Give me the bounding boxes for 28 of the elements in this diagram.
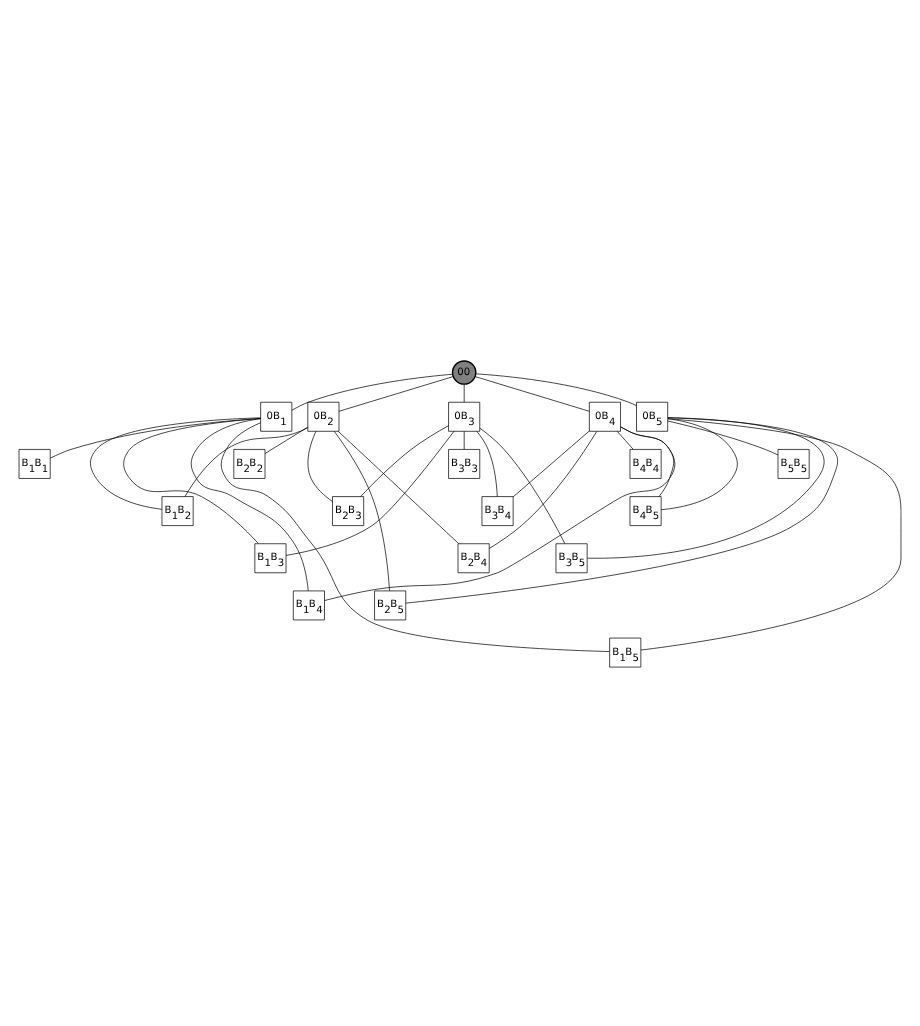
- connector: [405, 416, 838, 603]
- connector: [291, 372, 453, 410]
- connector: [123, 417, 261, 543]
- connector: [184, 426, 309, 496]
- connector: [479, 426, 566, 543]
- connector: [463, 430, 465, 449]
- connector: [640, 417, 902, 650]
- connector: [360, 424, 449, 496]
- connector: [220, 421, 610, 651]
- connector: [667, 419, 779, 455]
- connector: [476, 430, 498, 496]
- connector: [285, 429, 455, 555]
- connector: [512, 429, 590, 497]
- connector: [338, 375, 454, 411]
- connector: [264, 425, 309, 453]
- connector: [475, 372, 637, 406]
- connector: [617, 430, 634, 449]
- connector: [333, 430, 390, 590]
- connector: [324, 425, 676, 600]
- connector: [307, 430, 333, 501]
- connector: [338, 430, 460, 543]
- connector: [474, 375, 590, 411]
- connector: [587, 416, 824, 558]
- connector: [190, 417, 309, 591]
- connector: [463, 382, 465, 402]
- connector: [90, 416, 261, 509]
- connector: [489, 430, 598, 548]
- connector: [660, 417, 738, 510]
